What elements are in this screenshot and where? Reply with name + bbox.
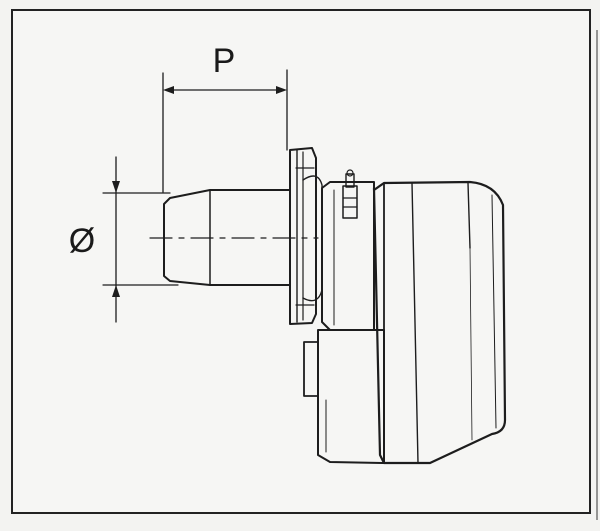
dia-arrow-top	[112, 181, 120, 193]
burner-housing	[303, 180, 507, 465]
diameter-label: Ø	[69, 222, 95, 260]
p-label: P	[213, 42, 236, 80]
test-nipple	[342, 169, 358, 219]
p-arrow-right	[276, 86, 287, 94]
diameter-dimension	[102, 156, 179, 323]
dia-arrow-bottom	[112, 285, 120, 297]
diagram-frame	[11, 9, 591, 514]
p-dimension	[162, 69, 288, 193]
p-arrow-left	[163, 86, 174, 94]
